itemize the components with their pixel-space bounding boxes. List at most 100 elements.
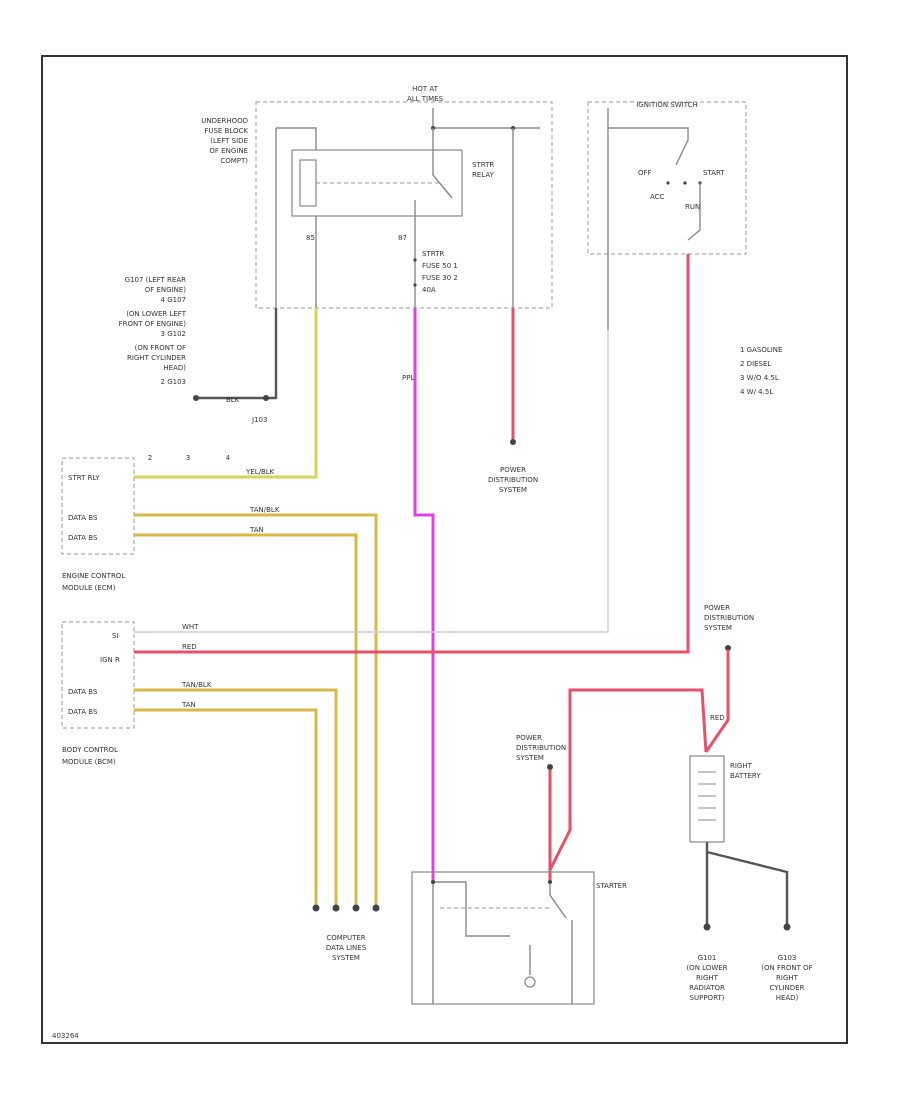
- svg-text:UNDERHOOD: UNDERHOOD: [201, 117, 248, 125]
- starter-terminal-b: [548, 880, 552, 884]
- svg-text:HOT AT: HOT AT: [412, 85, 439, 93]
- svg-text:HEAD): HEAD): [163, 364, 186, 372]
- svg-text:DISTRIBUTION: DISTRIBUTION: [516, 744, 566, 752]
- svg-text:2 DIESEL: 2 DIESEL: [740, 360, 771, 368]
- svg-text:DATA BS: DATA BS: [68, 514, 98, 522]
- svg-text:G103: G103: [778, 954, 797, 962]
- bcm-title: BODY CONTROL MODULE (BCM): [62, 746, 118, 766]
- svg-text:STRT RLY: STRT RLY: [68, 474, 100, 482]
- underhood-fuse-block-outline: [255, 101, 553, 309]
- legend: 1 GASOLINE 2 DIESEL 3 W/O 4.5L 4 W/ 4.5L: [740, 346, 782, 396]
- bcm-rows: SI IGN R DATA BS DATA BS: [68, 632, 120, 716]
- diagram-frame: [41, 55, 848, 1044]
- svg-text:G101: G101: [698, 954, 717, 962]
- ignition-run-wire: [687, 183, 701, 241]
- power-dist-terminal-3: [547, 764, 553, 770]
- svg-text:SYSTEM: SYSTEM: [499, 486, 527, 494]
- splice-label: J103: [251, 416, 267, 424]
- svg-text:(ON FRONT OF: (ON FRONT OF: [135, 344, 186, 352]
- svg-text:FUSE 50 1: FUSE 50 1: [422, 262, 458, 270]
- battery-wire-label: RED: [710, 714, 725, 722]
- svg-text:ENGINE CONTROL: ENGINE CONTROL: [62, 572, 125, 580]
- svg-text:ACC: ACC: [650, 193, 665, 201]
- svg-text:START: START: [703, 169, 725, 177]
- svg-text:POWER: POWER: [704, 604, 730, 612]
- svg-text:SI: SI: [112, 632, 119, 640]
- svg-text:ALL TIMES: ALL TIMES: [407, 95, 444, 103]
- ecm-pin-numbers: 2 3 4: [148, 454, 231, 462]
- starter-fuses-label: STRTR FUSE 50 1 FUSE 30 2 40A: [422, 250, 458, 294]
- g101-terminal: [703, 923, 711, 931]
- starter-feed-wire-label: PPL: [402, 374, 414, 382]
- svg-text:SUPPORT): SUPPORT): [690, 994, 725, 1002]
- computer-data-lines-label: COMPUTER DATA LINES SYSTEM: [326, 934, 367, 962]
- svg-text:2: 2: [148, 454, 152, 462]
- ign-contact-1: [666, 181, 670, 185]
- data-line-terminal-2: [332, 904, 340, 912]
- svg-text:4 G107: 4 G107: [161, 296, 186, 304]
- svg-text:(LEFT SIDE: (LEFT SIDE: [210, 137, 248, 145]
- bcm-data-bus-wire-2: [134, 708, 318, 905]
- ecm-rows: STRT RLY DATA BS DATA BS: [68, 474, 100, 542]
- svg-text:3 W/O 4.5L: 3 W/O 4.5L: [740, 374, 779, 382]
- battery-cells: [698, 771, 716, 821]
- svg-text:FRONT OF ENGINE): FRONT OF ENGINE): [119, 320, 187, 328]
- starter-feed-wire: [413, 308, 435, 882]
- svg-text:OFF: OFF: [638, 169, 652, 177]
- starter-relay-label: STRTR RELAY: [472, 161, 495, 179]
- underhood-fuse-block-label: UNDERHOOD FUSE BLOCK (LEFT SIDE OF ENGIN…: [201, 117, 248, 165]
- power-distribution-label-1: POWER DISTRIBUTION SYSTEM: [488, 466, 538, 494]
- ignition-switch-label: IGNITION SWITCH: [636, 101, 698, 109]
- svg-text:FUSE BLOCK: FUSE BLOCK: [204, 127, 248, 135]
- ecm-data-bus-wire-2-label: TAN: [249, 526, 264, 534]
- svg-text:IGN R: IGN R: [100, 656, 120, 664]
- fuse-dot-1: [413, 258, 417, 262]
- g103-terminal: [783, 923, 791, 931]
- g103-label: G103 (ON FRONT OF RIGHT CYLINDER HEAD): [761, 954, 812, 1002]
- svg-text:RIGHT: RIGHT: [696, 974, 719, 982]
- svg-text:BODY CONTROL: BODY CONTROL: [62, 746, 118, 754]
- starter-label: STARTER: [596, 882, 627, 890]
- svg-text:40A: 40A: [422, 286, 436, 294]
- ecm-outline: [61, 457, 135, 555]
- data-line-terminal-4: [372, 904, 380, 912]
- svg-text:COMPUTER: COMPUTER: [326, 934, 365, 942]
- fuse-dot-2: [413, 283, 417, 287]
- right-battery: [689, 755, 725, 843]
- power-dist-terminal-2: [725, 645, 731, 651]
- g101-label: G101 (ON LOWER RIGHT RADIATOR SUPPORT): [686, 954, 727, 1002]
- svg-text:RADIATOR: RADIATOR: [689, 984, 725, 992]
- relay-contact: [432, 150, 453, 199]
- svg-text:SYSTEM: SYSTEM: [332, 954, 360, 962]
- svg-text:MODULE (BCM): MODULE (BCM): [62, 758, 116, 766]
- ign-contact-2: [683, 181, 687, 185]
- data-line-terminal-3: [352, 904, 360, 912]
- ground-wire-label: BLK: [226, 396, 240, 404]
- hot-bus-wire: [432, 108, 540, 129]
- svg-text:OF ENGINE: OF ENGINE: [209, 147, 248, 155]
- svg-text:RIGHT CYLINDER: RIGHT CYLINDER: [127, 354, 186, 362]
- starter-terminal-s: [431, 880, 435, 884]
- strt-rly-wire: [238, 308, 318, 479]
- battery-to-power-dist-wire: [704, 650, 730, 753]
- svg-text:(ON LOWER: (ON LOWER: [686, 964, 727, 972]
- pin-87: 87: [398, 234, 407, 242]
- svg-text:FUSE 30 2: FUSE 30 2: [422, 274, 458, 282]
- svg-text:DATA LINES: DATA LINES: [326, 944, 367, 952]
- hot-at-all-times-label: HOT AT ALL TIMES: [407, 85, 444, 103]
- svg-text:(ON LOWER LEFT: (ON LOWER LEFT: [126, 310, 187, 318]
- svg-text:4: 4: [226, 454, 231, 462]
- starter-motor-icon: [524, 976, 536, 988]
- bcm-ign-wire-label: RED: [182, 643, 197, 651]
- splice-dot: [263, 395, 269, 401]
- svg-text:(ON FRONT OF: (ON FRONT OF: [761, 964, 812, 972]
- right-battery-label: RIGHT BATTERY: [730, 762, 761, 780]
- bcm-ign-wire: [134, 254, 690, 654]
- ground-location-label: G107 (LEFT REAR OF ENGINE) 4 G107 (ON LO…: [119, 276, 187, 386]
- battery-ground-wire-2: [706, 850, 789, 925]
- ecm-title: ENGINE CONTROL MODULE (ECM): [62, 572, 125, 592]
- ignition-positions: OFF ACC START RUN: [638, 169, 725, 211]
- svg-text:DISTRIBUTION: DISTRIBUTION: [488, 476, 538, 484]
- svg-text:1 GASOLINE: 1 GASOLINE: [740, 346, 782, 354]
